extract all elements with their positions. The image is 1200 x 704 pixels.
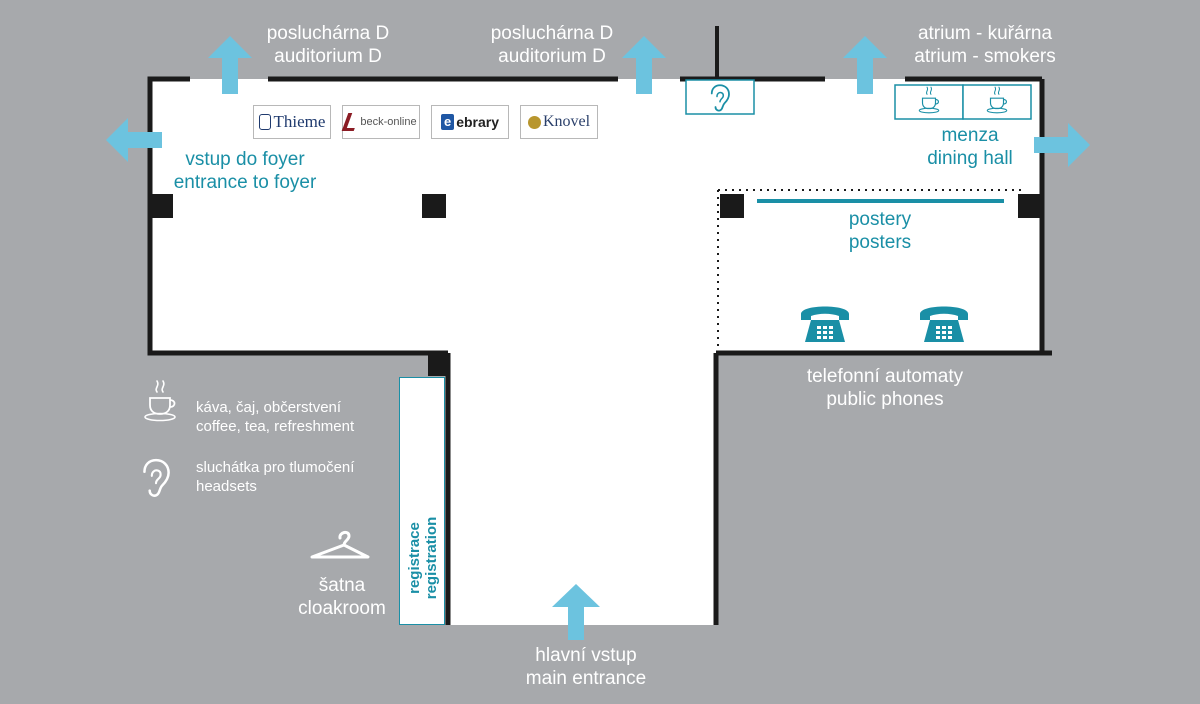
registration-label: registrace registration <box>406 516 440 600</box>
dining-hall-label: menza dining hall <box>927 125 1013 169</box>
sponsor-name: Knovel <box>542 113 591 130</box>
sponsor-name: Thieme <box>273 112 326 131</box>
ebrary-e-icon: e <box>440 114 455 130</box>
registration-desk: registrace registration <box>399 377 445 625</box>
auditorium-d-right-label: posluchárna D auditorium D <box>490 23 614 67</box>
dining-counters <box>894 84 1032 120</box>
arrow-up-icon <box>622 36 666 94</box>
hanger-icon <box>310 530 370 559</box>
arrow-up-icon <box>552 584 600 640</box>
sponsor-logo-thieme: Thieme <box>253 105 331 139</box>
legend-headsets-text: sluchátka pro tlumočení headsets <box>196 459 355 495</box>
arrow-left-icon <box>106 118 162 162</box>
knovel-k-icon <box>527 115 541 129</box>
legend-coffee-text: káva, čaj, občerstvení coffee, tea, refr… <box>196 399 355 435</box>
poster-area-boundary <box>717 189 1022 350</box>
coffee-cup-icon <box>144 380 176 422</box>
sponsor-name: beck-online <box>360 116 417 128</box>
sponsor-logo-beck-online: beck-online <box>342 105 420 139</box>
pillars <box>151 194 1042 376</box>
arrow-up-icon <box>208 36 252 94</box>
sponsor-logo-ebrary: e ebrary <box>431 105 509 139</box>
atrium-label: atrium - kuřárna atrium - smokers <box>914 23 1056 67</box>
thieme-emblem-icon <box>258 114 271 130</box>
auditorium-d-left-label: posluchárna D auditorium D <box>266 23 390 67</box>
main-entrance-label: hlavní vstup main entrance <box>525 645 647 689</box>
floor-area <box>150 79 1042 625</box>
beck-swoosh-icon <box>342 113 361 131</box>
posters-label: postery posters <box>848 209 912 253</box>
sponsor-name: ebrary <box>456 114 500 130</box>
foyer-entrance-label: vstup do foyer entrance to foyer <box>173 149 317 193</box>
arrow-up-icon <box>843 36 887 94</box>
public-phones-label: telefonní automaty public phones <box>806 366 964 410</box>
ear-icon <box>143 458 170 497</box>
cloakroom-label: šatna cloakroom <box>298 575 386 619</box>
arrow-right-icon <box>1034 123 1090 167</box>
sponsor-logo-knovel: Knovel <box>520 105 598 139</box>
